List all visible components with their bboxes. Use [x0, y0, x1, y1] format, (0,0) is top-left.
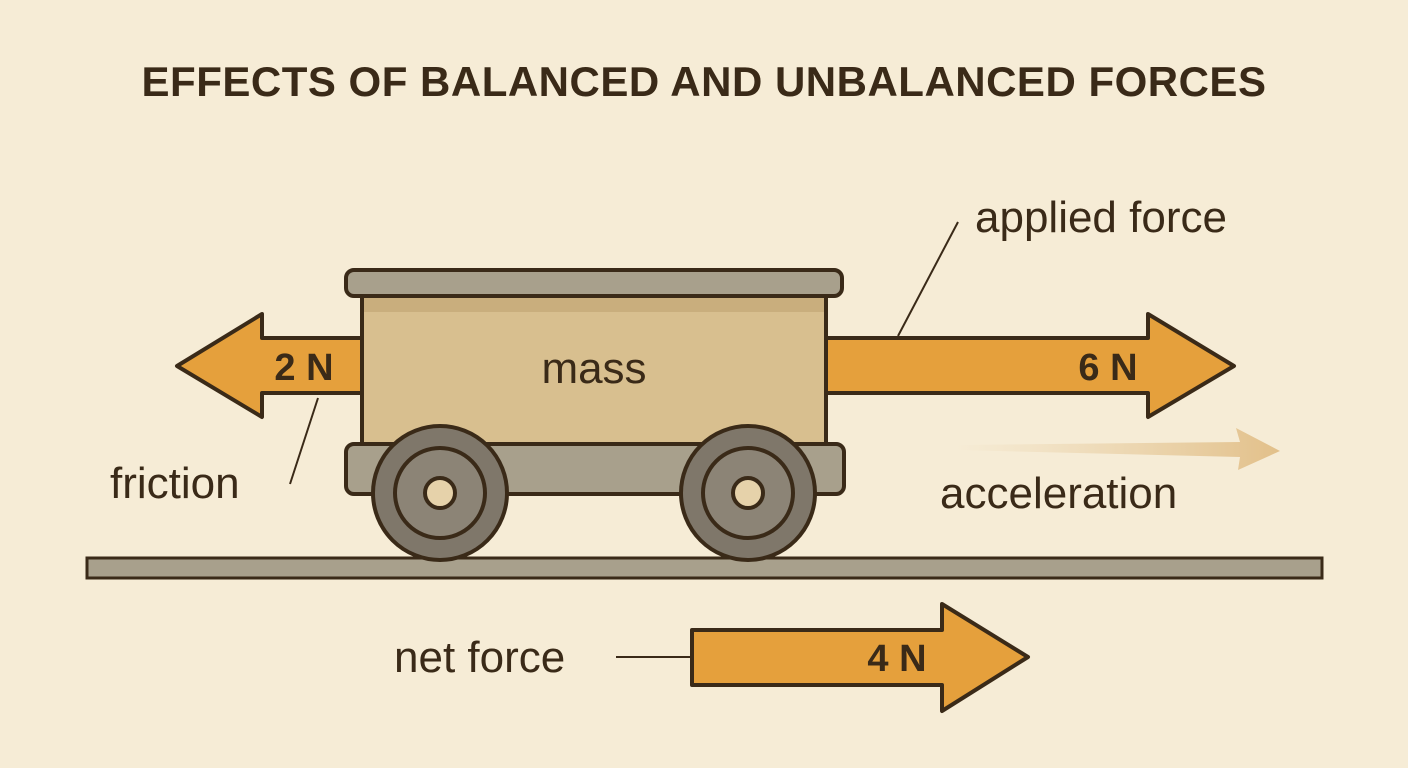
- applied-force-leader: [897, 221, 959, 337]
- acceleration-arrow: [955, 428, 1280, 470]
- cart-wheel-right: [679, 424, 817, 562]
- net-force-value: 4 N: [867, 638, 926, 680]
- friction-value: 2 N: [274, 347, 333, 389]
- mass-label: mass: [541, 344, 646, 393]
- friction-leader: [289, 397, 319, 485]
- applied-force-label: applied force: [975, 193, 1227, 242]
- friction-arrow: [175, 312, 370, 419]
- cart-wheel-left: [371, 424, 509, 562]
- net-force-arrow: [690, 602, 1030, 713]
- acceleration-label: acceleration: [940, 469, 1177, 518]
- net-force-label: net force: [394, 633, 565, 682]
- applied-force-value: 6 N: [1078, 347, 1137, 389]
- friction-label: friction: [110, 459, 240, 508]
- applied-force-arrow: [820, 312, 1236, 419]
- cart-body-shade: [364, 298, 824, 312]
- cart-body: [360, 294, 828, 446]
- ground-surface: [85, 556, 1324, 580]
- cart-rim: [344, 268, 844, 298]
- page-title: EFFECTS OF BALANCED AND UNBALANCED FORCE…: [142, 58, 1267, 105]
